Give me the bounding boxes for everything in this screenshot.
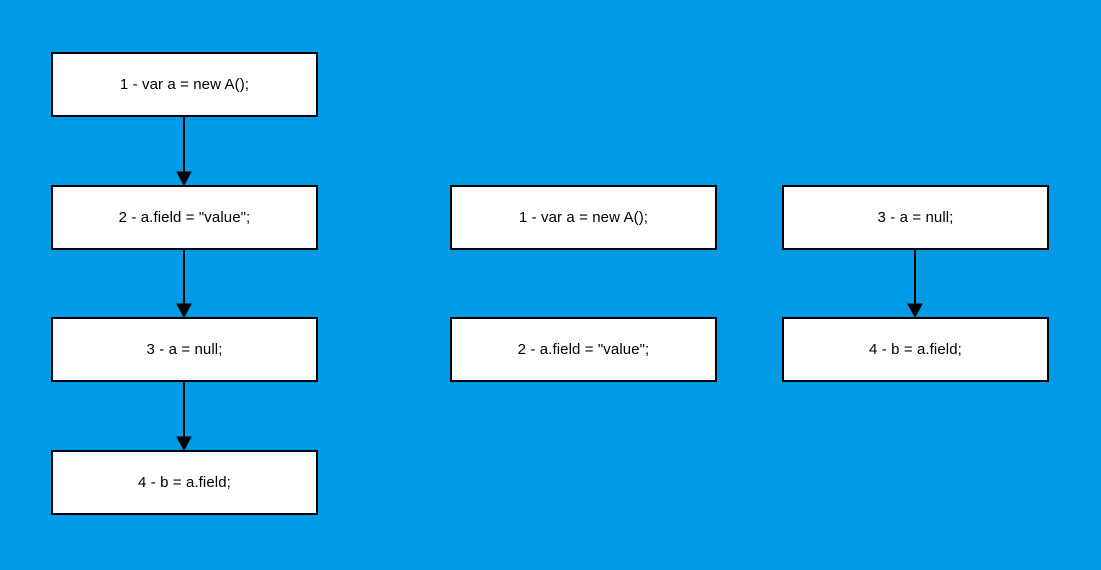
arrow-head-icon [907, 303, 923, 319]
process-node[interactable]: 3 - a = null; [782, 185, 1049, 250]
process-node-label: 4 - b = a.field; [138, 473, 231, 491]
arrow-head-icon [176, 436, 192, 452]
process-node-label: 2 - a.field = "value"; [118, 208, 251, 226]
process-node[interactable]: 4 - b = a.field; [51, 450, 318, 515]
process-node-label: 3 - a = null; [877, 208, 954, 226]
arrow-head-icon [176, 171, 192, 187]
process-node[interactable]: 2 - a.field = "value"; [450, 317, 717, 382]
process-node[interactable]: 1 - var a = new A(); [51, 52, 318, 117]
process-node-label: 2 - a.field = "value"; [517, 340, 650, 358]
arrow-connector [176, 250, 192, 319]
arrow-connector [176, 382, 192, 452]
process-node[interactable]: 3 - a = null; [51, 317, 318, 382]
process-node[interactable]: 2 - a.field = "value"; [51, 185, 318, 250]
process-node[interactable]: 1 - var a = new A(); [450, 185, 717, 250]
process-node[interactable]: 4 - b = a.field; [782, 317, 1049, 382]
process-node-label: 3 - a = null; [146, 340, 223, 358]
arrow-connector [907, 250, 923, 319]
arrow-connector [176, 117, 192, 187]
process-node-label: 1 - var a = new A(); [119, 75, 250, 93]
process-node-label: 4 - b = a.field; [869, 340, 962, 358]
arrow-head-icon [176, 303, 192, 319]
process-node-label: 1 - var a = new A(); [518, 208, 649, 226]
